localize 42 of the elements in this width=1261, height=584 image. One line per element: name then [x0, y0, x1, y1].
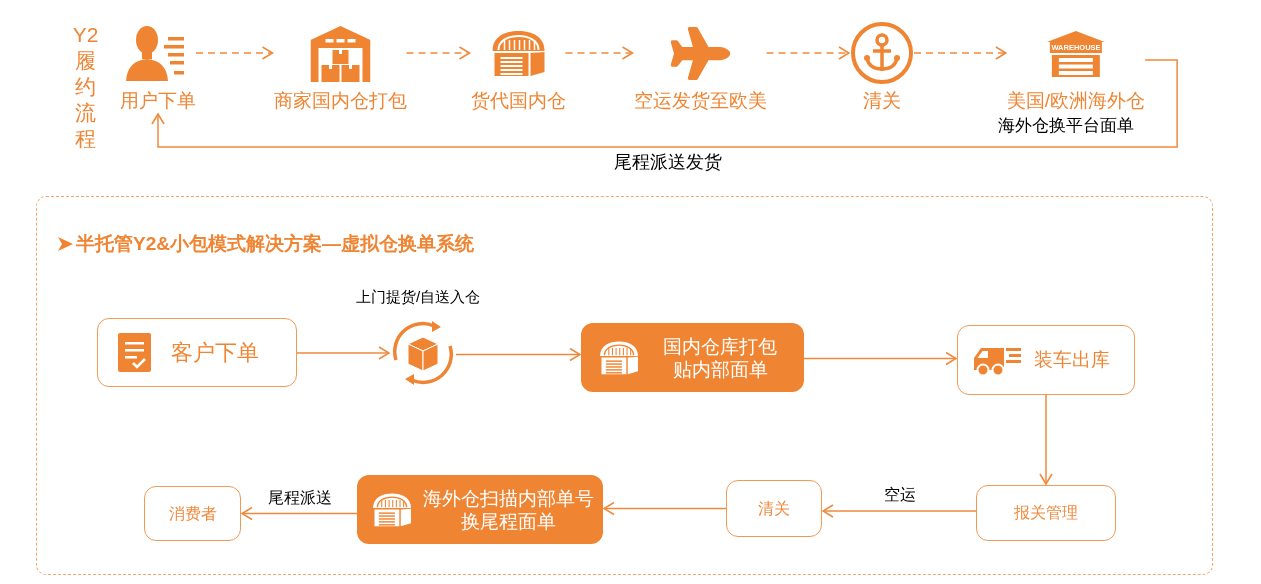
step-card [957, 325, 1135, 395]
step-label: 美国/欧洲海外仓 [1006, 90, 1146, 112]
arrow [241, 506, 358, 521]
step-label: 商家国内仓打包 [273, 90, 407, 112]
dashed-arrow [405, 46, 471, 60]
dashed-arrow [913, 46, 1007, 60]
arrow [455, 347, 581, 362]
step-card [726, 480, 822, 537]
arrow [822, 504, 977, 518]
arrow [803, 351, 957, 366]
dashed-arrow [765, 46, 850, 60]
arrow [151, 59, 1178, 148]
step-card [144, 486, 241, 541]
panel-title: 半托管Y2&小包模式解决方案—虚拟仓换单系统 [76, 232, 474, 256]
arrow [603, 501, 727, 516]
step-label: 客户下单 [171, 340, 259, 365]
dashed-panel [36, 196, 1213, 575]
step-label: 清关 [758, 498, 790, 519]
side-note: 上门提货/自送入仓 [355, 287, 481, 307]
step-card [97, 318, 297, 387]
side-note: 海外仓换平台面单 [998, 116, 1134, 136]
step-card [976, 485, 1116, 541]
vertical-heading: Y2履约流程 [72, 22, 99, 152]
step-label: 消费者 [168, 503, 217, 524]
step-label: 空运发货至欧美 [633, 90, 767, 112]
step-label: 海外仓扫描内部单号换尾程面单 [421, 486, 595, 533]
package-cycle-icon [390, 320, 456, 386]
step-label: 货代国内仓 [470, 90, 566, 112]
step-label: 国内仓库打包贴内部面单 [662, 334, 778, 381]
dashed-arrow [564, 46, 634, 60]
step-label: 报关管理 [1014, 503, 1078, 523]
step-label: 用户下单 [120, 90, 196, 112]
edge-label: 尾程派送 [265, 487, 334, 508]
dashed-arrow [195, 46, 274, 60]
highlighted-step-card [581, 323, 804, 392]
arrow [1039, 394, 1053, 485]
step-label: 清关 [863, 90, 901, 112]
step-label: 装车出库 [1034, 348, 1110, 372]
edge-label: 空运 [881, 485, 918, 505]
edge-label: 尾程派送发货 [611, 152, 724, 172]
arrow [296, 346, 390, 360]
highlighted-step-card [357, 475, 603, 544]
